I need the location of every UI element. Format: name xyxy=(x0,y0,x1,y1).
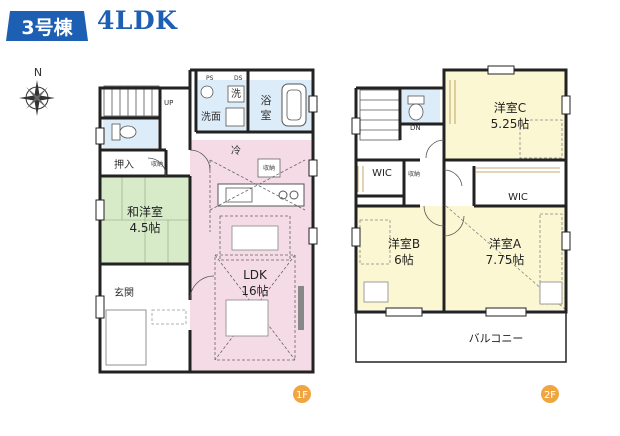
washroom-label: 洗面 xyxy=(201,111,221,123)
room-a-label: 洋室A xyxy=(489,236,522,251)
compass-rose-icon: N xyxy=(19,66,55,116)
ds-label: DS xyxy=(234,75,243,82)
room-c-label: 洋室C xyxy=(494,100,526,115)
kitchen-storage-label: 収納 xyxy=(263,164,275,172)
room-b-label: 洋室B xyxy=(388,236,420,251)
stairs-2f xyxy=(359,89,401,141)
room-c-area xyxy=(446,72,566,160)
wash-basin-label: 洗 xyxy=(231,88,241,100)
compass-north-label: N xyxy=(34,66,42,79)
balcony-area xyxy=(355,311,567,363)
building-badge-background xyxy=(6,11,88,41)
stairs-up-label: UP xyxy=(164,99,173,107)
room-c-size: 5.25帖 xyxy=(491,116,530,131)
room-b-size: 6帖 xyxy=(394,252,414,267)
ps-label: PS xyxy=(206,75,214,82)
floor1-badge-circle xyxy=(293,385,311,403)
small-storage-label-2f: 収納 xyxy=(408,170,420,178)
balcony-label: バルコニー xyxy=(469,332,524,345)
bath-label-line2: 室 xyxy=(261,108,272,122)
storage-closet-label: 押入 xyxy=(114,158,134,171)
floor2-badge-circle xyxy=(541,385,559,403)
japanese-room-size: 4.5帖 xyxy=(129,220,160,235)
japanese-room-label: 和洋室 xyxy=(127,204,163,219)
bath-label-line1: 浴 xyxy=(261,94,272,107)
small-storage-label-1f: 収納 xyxy=(151,160,163,168)
stairs-1f xyxy=(103,85,160,117)
layout-type: 4LDK xyxy=(97,6,178,35)
floor2-badge: 2F xyxy=(544,390,556,401)
floor1-badge: 1F xyxy=(296,390,308,401)
entrance-label: 玄関 xyxy=(114,286,134,299)
wic-left-label: WIC xyxy=(372,168,392,179)
floor1-plan: PS DS 洗 洗面 浴 室 UP 冷 収納 押入 収納 和洋室 4.5帖 玄関… xyxy=(95,68,318,403)
floor2-plan: DN WIC 収納 WIC 洋室C 5.25帖 洋室B 6帖 洋室A 7.75帖… xyxy=(351,65,571,403)
room-a-size: 7.75帖 xyxy=(486,252,525,267)
building-number: 3号棟 xyxy=(21,16,73,39)
ldk-size: 16帖 xyxy=(241,283,268,298)
ldk-label: LDK xyxy=(243,268,268,282)
building-badge: 3号棟 xyxy=(6,8,88,48)
wic-right-label: WIC xyxy=(508,192,528,203)
stairs-down-label: DN xyxy=(410,124,421,132)
fridge-label: 冷 xyxy=(231,144,241,157)
